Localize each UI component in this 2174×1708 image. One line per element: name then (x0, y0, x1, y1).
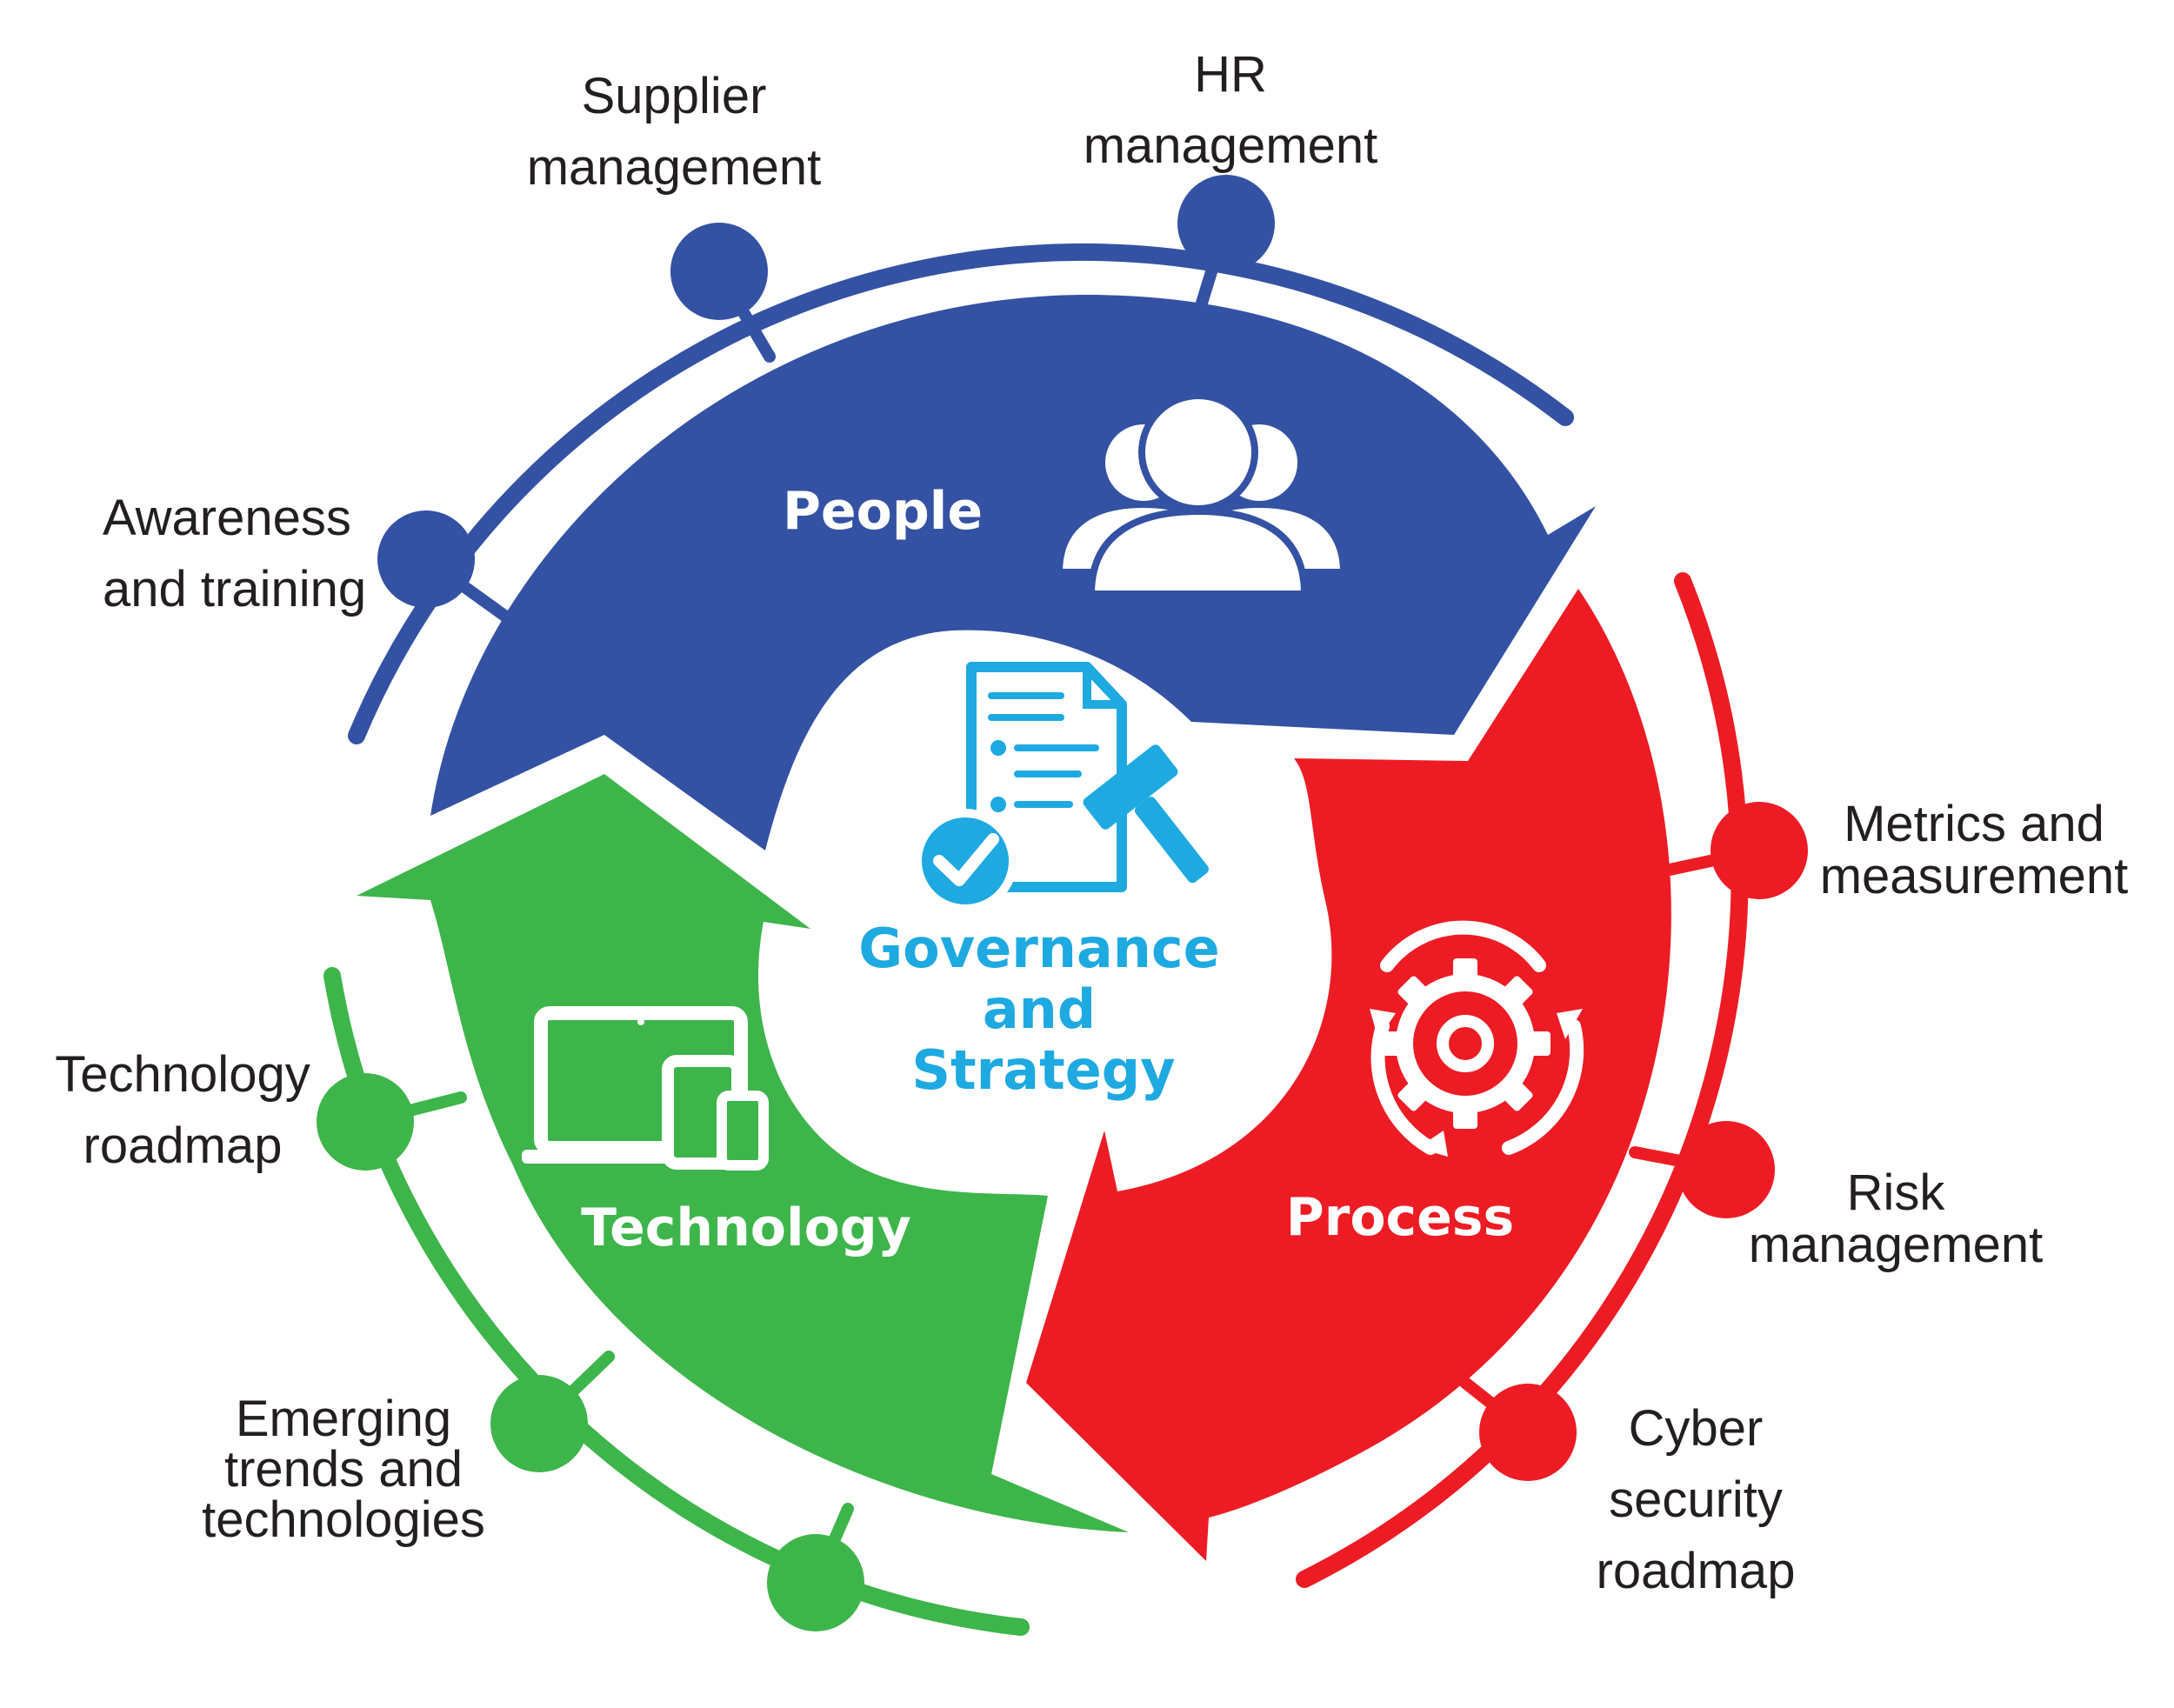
users-group-icon (1055, 392, 1348, 597)
governance-title-line-2: and (983, 977, 1096, 1041)
people-segment (430, 295, 1596, 851)
label-tech-roadmap: Technology roadmap (35, 1039, 330, 1182)
process-segment (1026, 589, 1671, 1561)
outer-nodes (317, 175, 1808, 1631)
label-hr-line-2: management (1083, 117, 1378, 174)
node-supplier (670, 223, 768, 320)
label-awareness-line-2: and training (103, 561, 367, 617)
label-supplier-line-1: Supplier (581, 68, 767, 124)
node-emerging (490, 1375, 588, 1472)
label-hr-line-1: HR (1194, 46, 1267, 103)
label-cyber-line-1: Cyber (1628, 1400, 1764, 1457)
node-hr (1177, 175, 1275, 272)
label-emerging-line-3: technologies (202, 1491, 485, 1548)
node-risk (1677, 1121, 1775, 1218)
label-emerging-line-1: Emerging (235, 1391, 452, 1447)
label-tech-roadmap-line-1: Technology (55, 1046, 310, 1103)
people-label: People (783, 481, 983, 542)
label-risk: Risk management (1739, 1167, 2052, 1271)
label-cyber-line-3: roadmap (1596, 1543, 1796, 1599)
governance-title-line-3: Strategy (911, 1038, 1175, 1102)
label-metrics-line-2: measurement (1819, 848, 2129, 904)
label-risk-line-2: management (1748, 1217, 2044, 1273)
label-supplier-line-2: management (526, 139, 822, 196)
label-hr: HR management (1078, 39, 1383, 182)
label-cyber-line-2: security (1609, 1471, 1783, 1528)
label-emerging: Emerging trends and technologies (187, 1394, 500, 1545)
label-risk-line-1: Risk (1846, 1164, 1945, 1221)
gear-cycle-icon (1370, 920, 1584, 1157)
people-outer-arc (348, 243, 1574, 744)
label-awareness-line-1: Awareness (103, 490, 351, 546)
node-tech-roadmap (317, 1073, 414, 1171)
node-emerging-2 (767, 1534, 864, 1631)
label-tech-roadmap-line-2: roadmap (83, 1118, 283, 1174)
label-supplier: Supplier management (522, 61, 826, 203)
devices-icon (522, 1006, 769, 1171)
node-awareness (377, 510, 475, 608)
process-label: Process (1286, 1187, 1514, 1248)
label-metrics-line-1: Metrics and (1844, 796, 2104, 852)
node-metrics (1711, 802, 1808, 899)
node-cyber (1479, 1384, 1577, 1481)
label-emerging-line-2: trends and (223, 1441, 463, 1498)
label-awareness: Awareness and training (103, 483, 366, 625)
technology-label: Technology (581, 1198, 911, 1258)
label-metrics: Metrics and measurement (1809, 798, 2139, 903)
label-cyber: Cyber security roadmap (1583, 1393, 1809, 1607)
governance-title-line-1: Governance (858, 917, 1219, 980)
document-gavel-check-icon (913, 662, 1209, 913)
